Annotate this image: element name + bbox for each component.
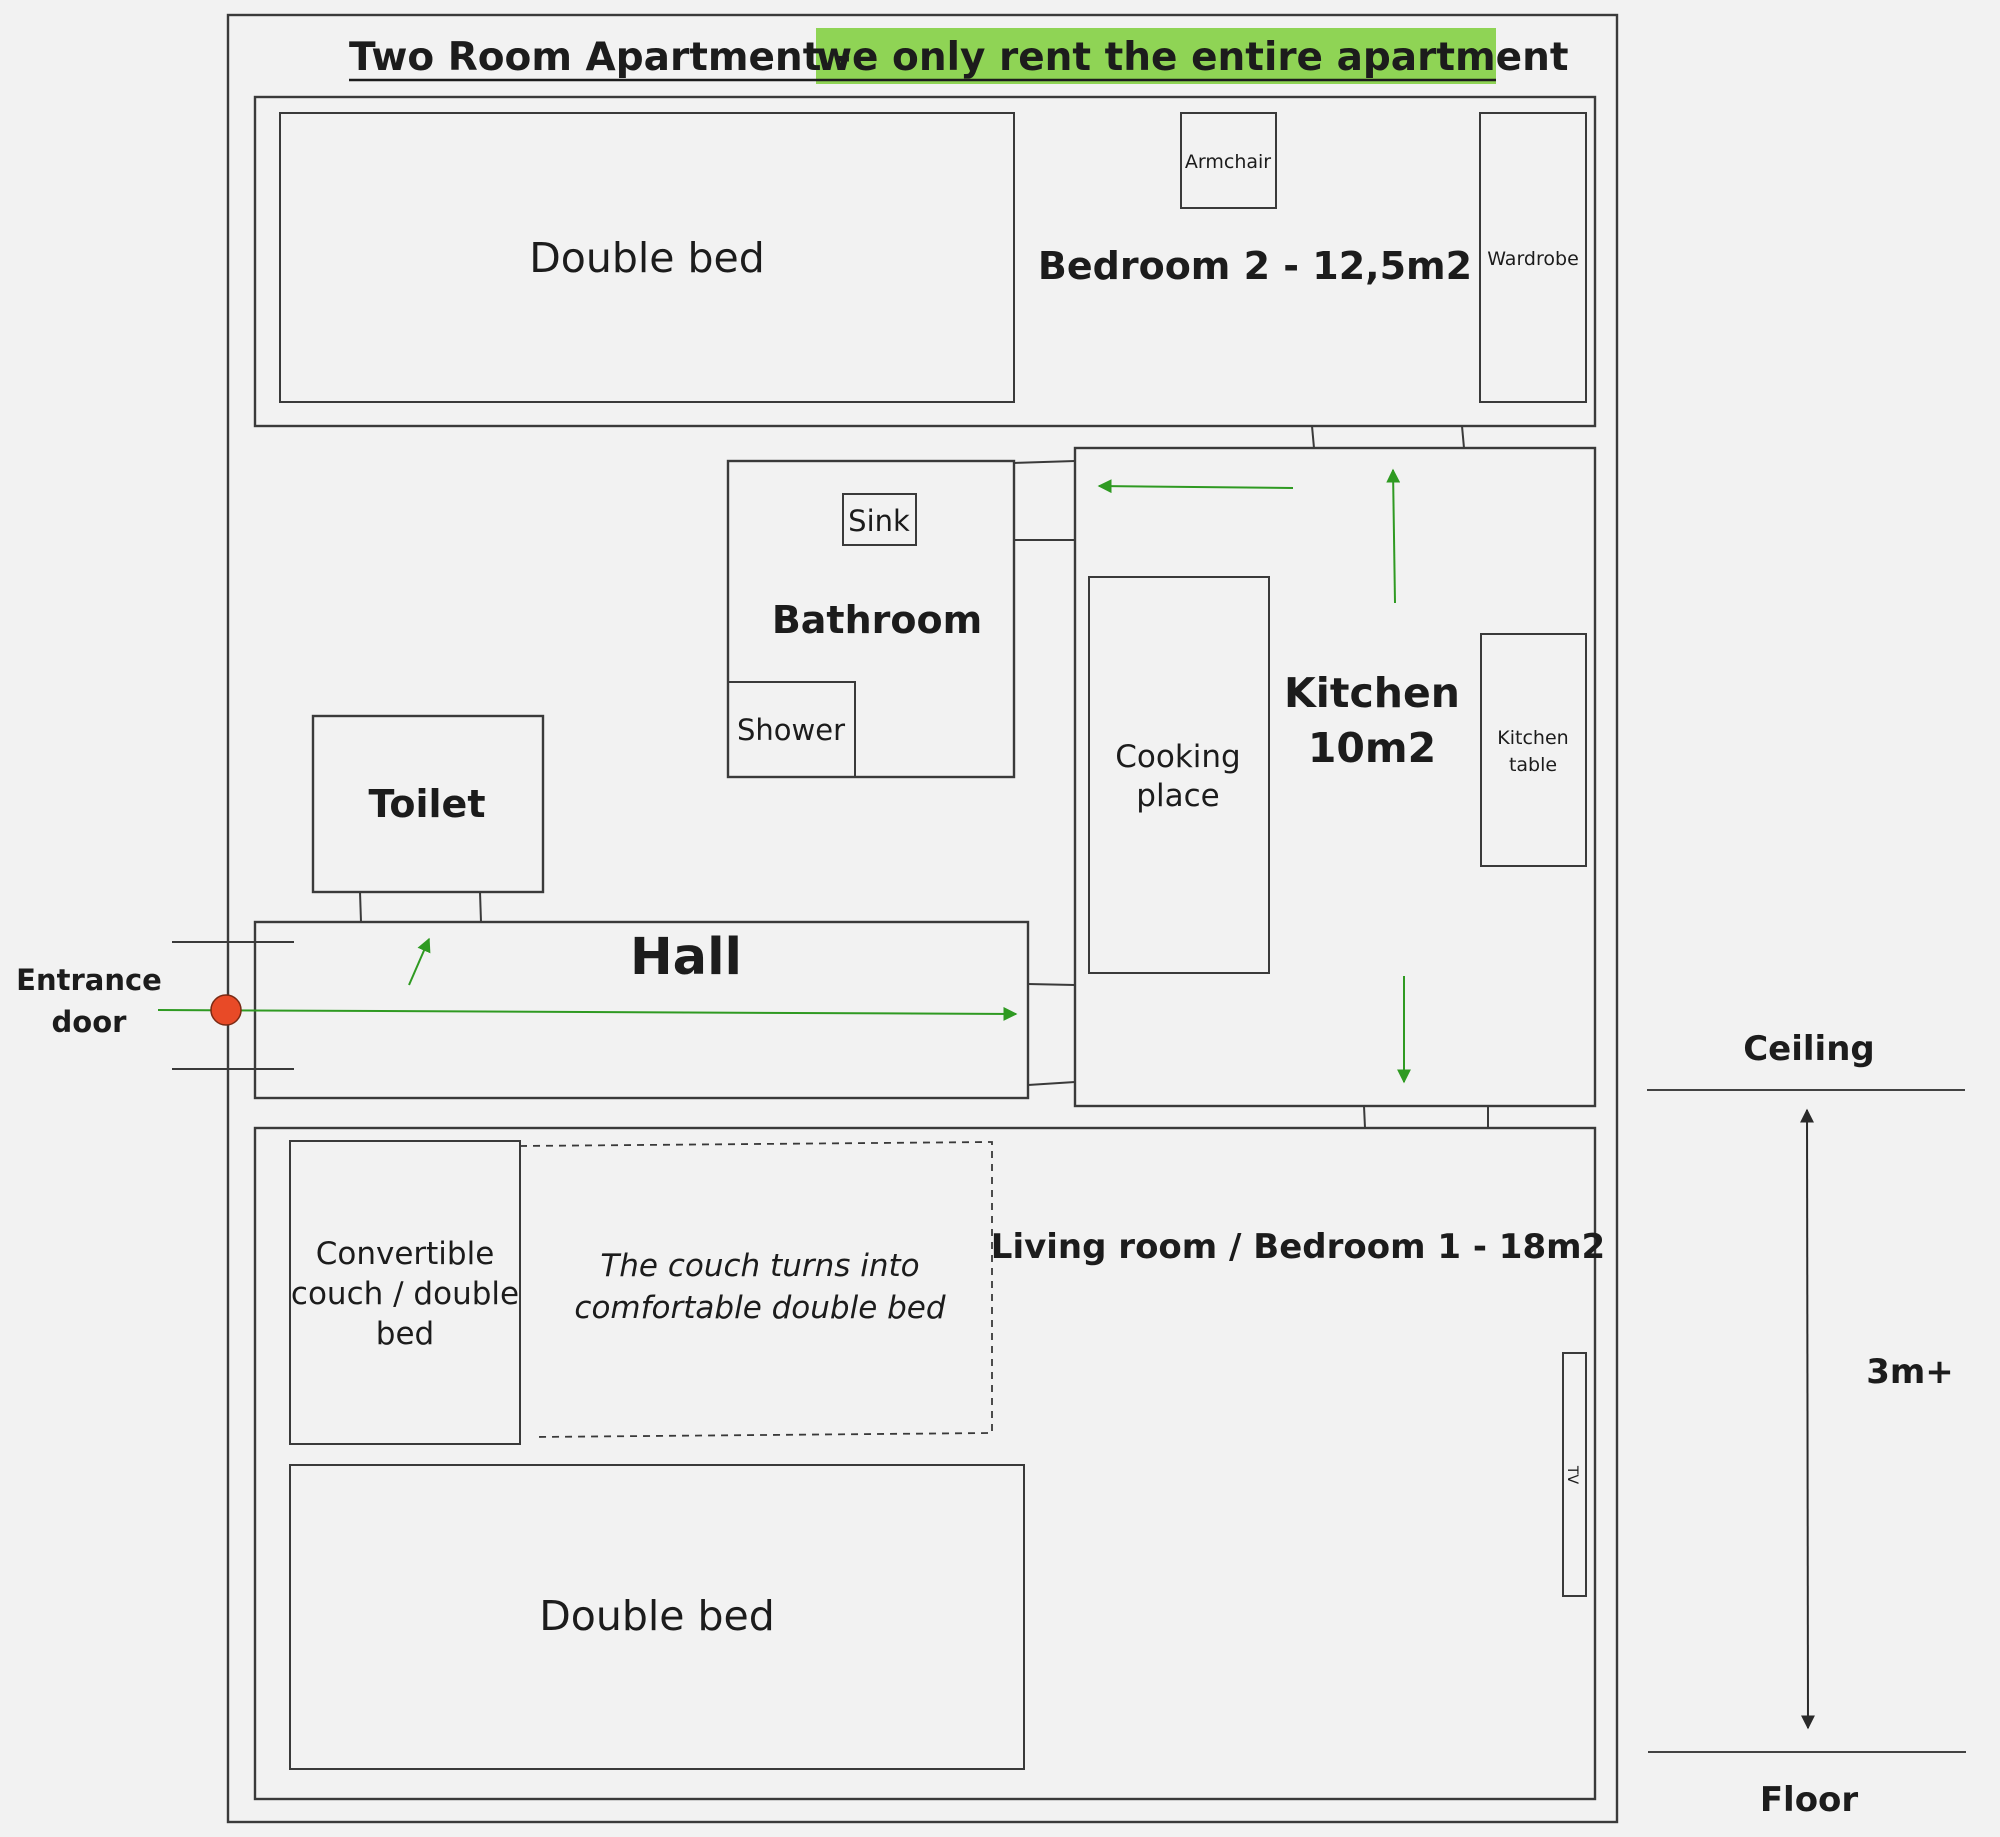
couch-extended-outline bbox=[519, 1141, 993, 1438]
couch-label-3: bed bbox=[376, 1316, 434, 1352]
wardrobe bbox=[1479, 112, 1587, 403]
toilet-door-jamb-left bbox=[359, 891, 362, 923]
kitchen-arrow-up bbox=[1386, 468, 1401, 604]
entrance-label-2: door bbox=[52, 1005, 128, 1039]
couch-note-1: The couch turns into bbox=[600, 1248, 919, 1284]
living-room-walls bbox=[253, 1126, 1597, 1801]
apartment-outline bbox=[226, 13, 1619, 1824]
couch-note-2: comfortable double bed bbox=[574, 1290, 945, 1326]
wardrobe-label: Wardrobe bbox=[1487, 248, 1579, 270]
entrance-marker bbox=[210, 994, 242, 1026]
title-main: Two Room Apartment - bbox=[349, 35, 851, 80]
kitchen-arrow-left bbox=[1097, 479, 1294, 494]
toilet: Toilet bbox=[311, 714, 545, 894]
living-room-double-bed bbox=[289, 1464, 1025, 1770]
ceiling-label: Ceiling bbox=[1743, 1029, 1875, 1069]
sink-label: Sink bbox=[848, 504, 910, 538]
convertible-couch bbox=[289, 1140, 521, 1445]
bedroom-2-walls bbox=[253, 95, 1597, 428]
cooking-place-label-1: Cooking bbox=[1115, 739, 1240, 775]
hall-arrow-toilet bbox=[408, 937, 431, 986]
living-room: Convertible couch / double bed The couch… bbox=[253, 1126, 1605, 1801]
hall-kitchen-door-jamb-bottom bbox=[1027, 1081, 1076, 1086]
title-highlight-text: we only rent the entire apartment bbox=[816, 35, 1569, 80]
kitchen-table bbox=[1480, 633, 1587, 867]
tv-label: TV bbox=[1564, 1465, 1580, 1485]
couch-label-1: Convertible bbox=[316, 1236, 495, 1272]
toilet-walls bbox=[311, 714, 545, 894]
hall-label: Hall bbox=[630, 928, 742, 987]
kitchen-label-2: 10m2 bbox=[1308, 724, 1436, 772]
armchair bbox=[1180, 112, 1277, 209]
living-room-label: Living room / Bedroom 1 - 18m2 bbox=[991, 1227, 1605, 1267]
toilet-label: Toilet bbox=[369, 782, 486, 826]
bathroom-door-jamb-top bbox=[1013, 460, 1076, 464]
bathroom-walls bbox=[726, 459, 1016, 779]
bathroom: Sink Bathroom Shower bbox=[726, 459, 1016, 779]
height-arrow bbox=[1800, 1108, 1815, 1730]
title-highlight bbox=[816, 28, 1496, 84]
bedroom-2-door-jamb-right bbox=[1461, 425, 1465, 449]
bedroom-2-double-bed-label: Double bed bbox=[529, 234, 765, 282]
height-scale: Ceiling 3m+ Floor bbox=[1647, 1029, 1966, 1820]
toilet-door-jamb-right bbox=[479, 891, 482, 923]
kitchen-table-label-2: table bbox=[1509, 754, 1557, 776]
living-room-double-bed-label: Double bed bbox=[539, 1592, 775, 1640]
bedroom-2: Double bed Armchair Bedroom 2 - 12,5m2 W… bbox=[253, 95, 1597, 428]
shower-label: Shower bbox=[737, 713, 845, 747]
sink bbox=[842, 493, 917, 546]
kitchen-label-1: Kitchen bbox=[1284, 669, 1460, 717]
kitchen-table-label-1: Kitchen bbox=[1497, 727, 1568, 749]
floor-label: Floor bbox=[1760, 1780, 1859, 1820]
bedroom-2-double-bed bbox=[279, 112, 1015, 403]
hall-arrow-main bbox=[157, 1006, 1018, 1021]
hall-kitchen-door-jamb-top bbox=[1027, 983, 1076, 986]
kitchen-walls bbox=[1073, 446, 1597, 1108]
tv bbox=[1562, 1352, 1587, 1597]
living-door-jamb-left bbox=[1363, 1105, 1366, 1129]
armchair-label: Armchair bbox=[1185, 151, 1271, 173]
bathroom-label: Bathroom bbox=[772, 598, 982, 642]
cooking-place-label-2: place bbox=[1136, 778, 1219, 814]
entrance-label-1: Entrance bbox=[16, 963, 162, 997]
hall: Hall bbox=[157, 920, 1030, 1100]
bedroom-2-door-jamb-left bbox=[1311, 425, 1315, 449]
height-value: 3m+ bbox=[1866, 1352, 1954, 1392]
couch-label-2: couch / double bbox=[291, 1276, 519, 1312]
bedroom-2-label: Bedroom 2 - 12,5m2 bbox=[1038, 244, 1472, 288]
cooking-place bbox=[1088, 576, 1270, 974]
kitchen: Cooking place Kitchen 10m2 Kitchen table bbox=[1073, 446, 1597, 1108]
shower bbox=[727, 681, 856, 778]
